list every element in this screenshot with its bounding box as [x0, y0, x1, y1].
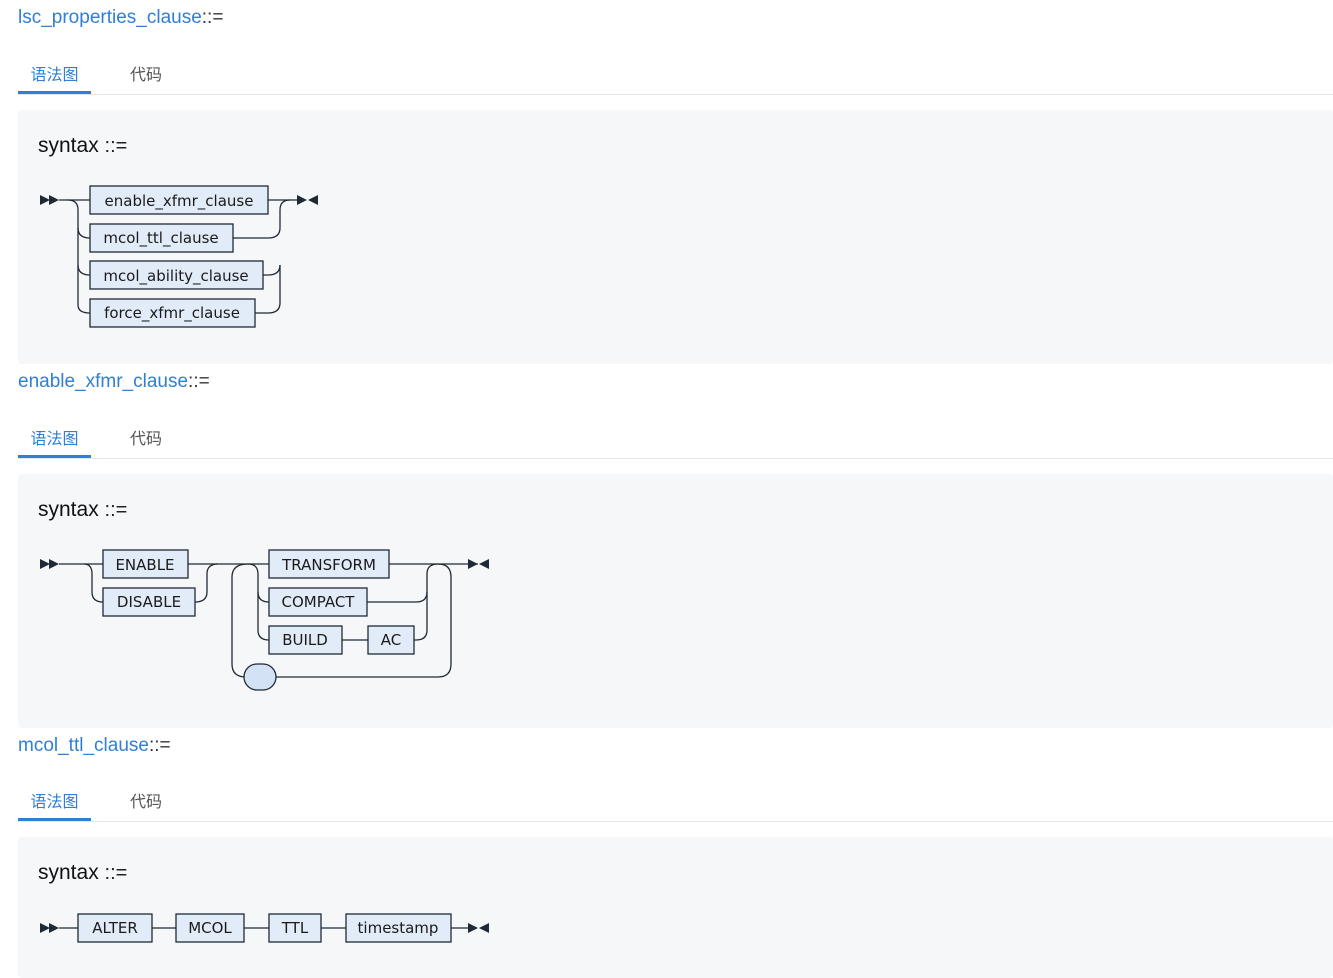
- tab-code[interactable]: 代码: [130, 429, 163, 448]
- end-arrow-icon: [297, 195, 307, 205]
- rule-section-mcol-ttl-clause: mcol_ttl_clause::= 语法图 代码 syntax ::= ALT…: [0, 728, 1333, 978]
- keyword-box[interactable]: [102, 587, 196, 617]
- keyword-label: TTL: [281, 919, 309, 937]
- connector-line: [263, 264, 281, 276]
- syntax-keyword: syntax: [38, 498, 99, 521]
- connector-line: [247, 563, 270, 603]
- loop-back-line: [276, 563, 452, 678]
- keyword-label: AC: [381, 631, 401, 649]
- end-arrow-icon: [479, 559, 489, 569]
- nonterminal-box[interactable]: [89, 298, 256, 328]
- keyword-label: DISABLE: [117, 593, 181, 611]
- end-arrow-icon: [479, 923, 489, 933]
- rule-title: lsc_properties_clause::=: [18, 6, 223, 30]
- keyword-label: ALTER: [92, 919, 138, 937]
- syntax-diagram-panel: syntax ::= ALTER MCOL TTL timestamp: [18, 837, 1333, 978]
- syntax-diagram-panel: syntax ::= ENABLE DISABLE TRANSFORM COMP…: [18, 474, 1333, 728]
- rule-definition-operator: ::=: [148, 735, 171, 756]
- keyword-label: COMPACT: [282, 593, 356, 611]
- tab-syntax-diagram[interactable]: 语法图: [18, 426, 91, 458]
- syntax-operator: ::=: [104, 499, 128, 521]
- railroad-diagram: enable_xfmr_clause mcol_ttl_clause mcol_…: [40, 185, 318, 328]
- syntax-heading: syntax ::=: [38, 498, 127, 522]
- start-arrow-icon: [40, 559, 50, 569]
- rule-definition-operator: ::=: [201, 7, 224, 28]
- keyword-label: ENABLE: [115, 556, 174, 574]
- rule-definition-operator: ::=: [188, 371, 210, 392]
- keyword-box[interactable]: [268, 913, 322, 943]
- connector-line: [255, 265, 281, 314]
- keyword-label: MCOL: [188, 919, 232, 937]
- tab-code[interactable]: 代码: [130, 792, 163, 811]
- nonterminal-box[interactable]: [89, 223, 234, 253]
- rule-name-link[interactable]: mcol_ttl_clause: [18, 735, 149, 756]
- connector-line: [233, 199, 291, 239]
- rule-title: enable_xfmr_clause::=: [18, 370, 210, 394]
- keyword-box[interactable]: [175, 913, 245, 943]
- nonterminal-label: enable_xfmr_clause: [105, 192, 254, 211]
- rule-name-link[interactable]: enable_xfmr_clause: [18, 371, 189, 392]
- railroad-diagram: ENABLE DISABLE TRANSFORM COMPACT BUILD A…: [40, 549, 489, 691]
- loop-separator-node: [243, 663, 277, 691]
- rule-name-link[interactable]: lsc_properties_clause: [18, 7, 202, 28]
- nonterminal-label: timestamp: [358, 919, 439, 937]
- rule-section-enable-xfmr-clause: enable_xfmr_clause::= 语法图 代码 syntax ::= …: [0, 364, 1333, 728]
- start-arrow-icon: [40, 923, 50, 933]
- nonterminal-label: mcol_ttl_clause: [103, 229, 218, 248]
- rule-title: mcol_ttl_clause::=: [18, 734, 171, 758]
- connector-line: [83, 563, 104, 603]
- start-arrow-icon: [40, 195, 50, 205]
- syntax-operator: ::=: [104, 862, 128, 884]
- connector-line: [77, 264, 91, 276]
- view-tabs: 语法图 代码: [18, 56, 1333, 95]
- end-arrow-icon: [468, 559, 478, 569]
- tab-syntax-diagram[interactable]: 语法图: [18, 62, 91, 94]
- keyword-box[interactable]: [268, 587, 368, 617]
- connector-line: [257, 592, 270, 641]
- keyword-label: TRANSFORM: [281, 556, 376, 574]
- railroad-diagram: ALTER MCOL TTL timestamp: [40, 913, 489, 943]
- start-arrow-icon: [49, 923, 59, 933]
- connector-line: [67, 199, 91, 314]
- nonterminal-label: mcol_ability_clause: [103, 267, 248, 286]
- keyword-box[interactable]: [268, 625, 343, 655]
- syntax-diagram-panel: syntax ::= enable_xfmr_clause mcol_ttl_c…: [18, 110, 1333, 364]
- connector-line: [77, 227, 91, 239]
- connector-line: [194, 563, 219, 603]
- nonterminal-box[interactable]: [345, 913, 452, 943]
- tab-syntax-diagram[interactable]: 语法图: [18, 789, 91, 821]
- tab-code[interactable]: 代码: [130, 65, 163, 84]
- rule-section-lsc-properties-clause: lsc_properties_clause::= 语法图 代码 syntax :…: [0, 0, 1333, 364]
- start-arrow-icon: [49, 195, 59, 205]
- view-tabs: 语法图 代码: [18, 420, 1333, 459]
- nonterminal-label: force_xfmr_clause: [104, 304, 240, 323]
- loop-back-line: [231, 563, 249, 678]
- end-arrow-icon: [308, 195, 318, 205]
- keyword-label: BUILD: [282, 631, 328, 649]
- end-arrow-icon: [468, 923, 478, 933]
- syntax-keyword: syntax: [38, 861, 99, 884]
- start-arrow-icon: [49, 559, 59, 569]
- nonterminal-box[interactable]: [89, 185, 269, 215]
- view-tabs: 语法图 代码: [18, 783, 1333, 822]
- syntax-operator: ::=: [104, 135, 128, 157]
- syntax-heading: syntax ::=: [38, 861, 127, 885]
- syntax-keyword: syntax: [38, 134, 99, 157]
- keyword-box[interactable]: [77, 913, 153, 943]
- connector-line: [414, 592, 428, 641]
- keyword-box[interactable]: [268, 549, 390, 579]
- syntax-heading: syntax ::=: [38, 134, 127, 158]
